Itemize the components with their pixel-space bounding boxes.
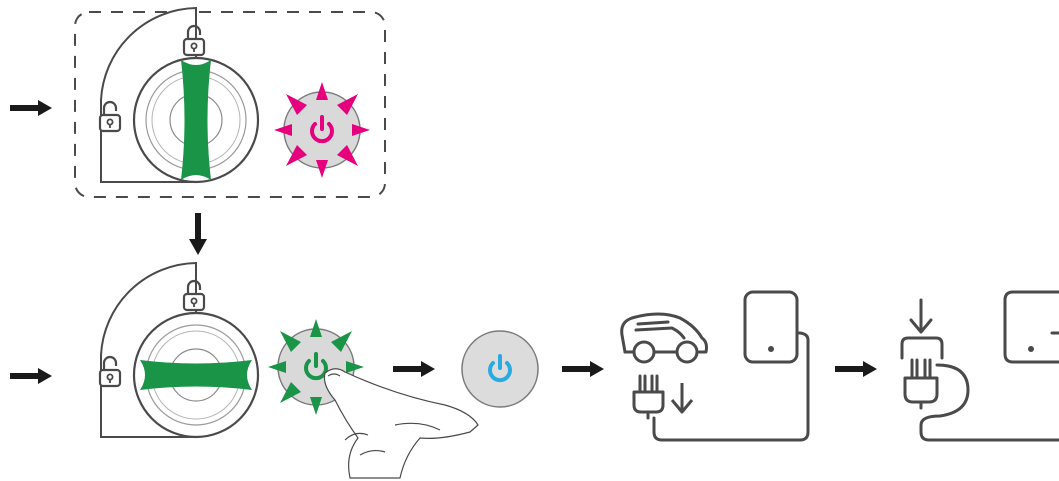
key-switch-horizontal <box>101 263 258 437</box>
power-button-magenta <box>274 82 370 178</box>
arrow-down-icon <box>911 300 931 332</box>
arrow-right-icon <box>562 361 604 377</box>
plug-icon <box>634 376 663 418</box>
charging-cable <box>921 365 1059 440</box>
plug-icon <box>905 360 937 408</box>
key-switch-vertical <box>101 8 258 182</box>
arrow-down-icon <box>672 383 692 412</box>
arrow-right-icon <box>10 368 52 384</box>
finger-press-icon <box>324 369 478 478</box>
arrow-right-icon <box>835 361 877 377</box>
arrow-down-icon <box>189 213 207 255</box>
power-button-blue <box>462 331 538 407</box>
wallbox-icon <box>745 292 797 362</box>
car-icon <box>622 314 707 362</box>
wallbox-icon <box>1005 292 1059 362</box>
arrow-right-icon <box>10 100 52 116</box>
plug-holder <box>902 338 942 358</box>
arrow-right-icon <box>393 361 435 377</box>
